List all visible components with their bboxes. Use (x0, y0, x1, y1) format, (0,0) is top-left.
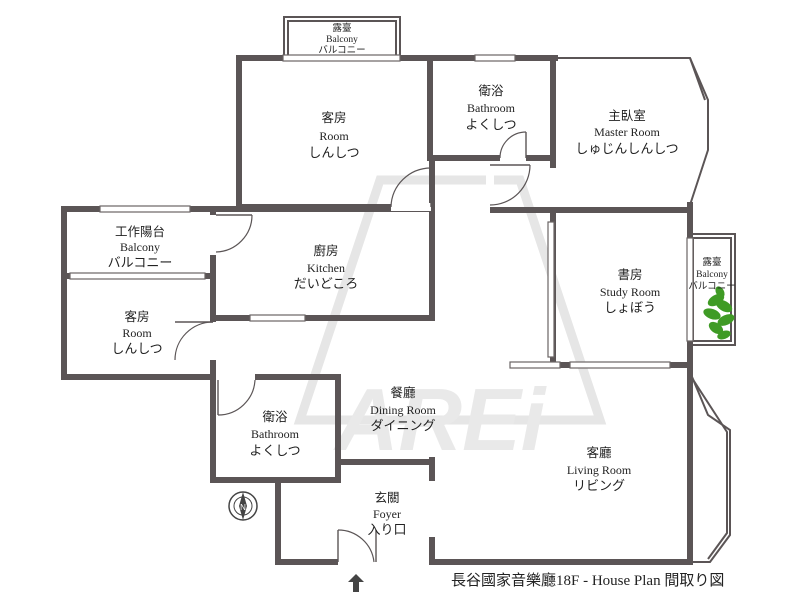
svg-text:Study Room: Study Room (600, 285, 661, 299)
svg-text:Dining Room: Dining Room (370, 403, 436, 417)
label-balcony-top: 露臺 Balcony バルコニー (318, 22, 365, 56)
doors (174, 131, 531, 566)
bay-window-lower-outer (689, 371, 731, 563)
svg-text:客房: 客房 (321, 110, 346, 125)
bay-window-upper-outer (555, 57, 709, 206)
label-kitchen: 廚房 Kitchen だいどころ (294, 243, 359, 291)
svg-text:書房: 書房 (617, 267, 642, 282)
svg-text:露臺: 露臺 (332, 22, 351, 34)
svg-text:入り口: 入り口 (367, 522, 406, 537)
svg-text:玄關: 玄關 (374, 490, 399, 505)
svg-text:Bathroom: Bathroom (251, 427, 300, 441)
svg-text:よくしつ: よくしつ (249, 443, 300, 458)
svg-text:ダイニング: ダイニング (370, 418, 435, 433)
label-guest-room-left: 客房 Room しんしつ (111, 309, 162, 356)
svg-text:リビング: リビング (573, 478, 625, 493)
svg-text:Master Room: Master Room (594, 125, 660, 139)
entrance-arrow-icon (348, 574, 364, 592)
svg-text:衛浴: 衛浴 (478, 84, 504, 98)
svg-text:衛浴: 衛浴 (262, 410, 288, 424)
plant-icon (703, 286, 735, 340)
watermark-text: AREi (333, 370, 547, 469)
label-balcony-right: 露臺 Balcony バルコニー (688, 256, 735, 292)
svg-text:よくしつ: よくしつ (465, 117, 516, 132)
svg-text:Kitchen: Kitchen (307, 261, 345, 275)
svg-text:Living Room: Living Room (567, 463, 632, 477)
svg-text:Foyer: Foyer (373, 507, 401, 521)
svg-text:しんしつ: しんしつ (111, 341, 162, 356)
compass-icon: N (228, 491, 258, 521)
watermark-logo: AREi (293, 175, 607, 469)
svg-text:Room: Room (122, 326, 152, 340)
svg-text:主臥室: 主臥室 (608, 108, 646, 123)
label-guest-room-top: 客房 Room しんしつ (308, 110, 359, 160)
svg-text:廚房: 廚房 (313, 243, 338, 258)
svg-text:だいどころ: だいどころ (294, 276, 359, 291)
label-dining-room: 餐廳 Dining Room ダイニング (370, 385, 436, 433)
svg-text:客廳: 客廳 (586, 445, 612, 460)
label-study-room: 書房 Study Room しょぼう (600, 267, 661, 315)
svg-text:餐廳: 餐廳 (390, 385, 416, 400)
svg-text:バルコニー: バルコニー (318, 45, 365, 56)
svg-text:しょぼう: しょぼう (604, 300, 656, 315)
svg-text:客房: 客房 (124, 309, 149, 324)
label-living-room: 客廳 Living Room リビング (567, 445, 632, 493)
svg-text:露臺: 露臺 (702, 256, 721, 268)
label-bathroom-bottom: 衛浴 Bathroom よくしつ (249, 410, 300, 458)
svg-text:Balcony: Balcony (326, 35, 358, 45)
svg-text:Balcony: Balcony (696, 270, 728, 280)
svg-text:Room: Room (319, 129, 349, 143)
svg-text:バルコニー: バルコニー (688, 281, 735, 292)
svg-text:工作陽台: 工作陽台 (115, 224, 165, 239)
svg-text:Bathroom: Bathroom (467, 101, 516, 115)
bay-window-upper-edge (689, 57, 706, 101)
label-foyer: 玄關 Foyer 入り口 (367, 490, 406, 537)
svg-text:しんしつ: しんしつ (308, 145, 359, 160)
compass-label: N (240, 503, 246, 512)
svg-text:Balcony: Balcony (120, 240, 160, 254)
svg-text:バルコニー: バルコニー (108, 255, 173, 270)
windows (69, 54, 694, 369)
plan-caption: 長谷國家音樂廳18F - House Plan 間取り図 (451, 571, 724, 589)
bay-window-lower-inner (689, 374, 728, 560)
svg-text:しゅじんしんしつ: しゅじんしんしつ (575, 141, 678, 156)
label-bathroom-top: 衛浴 Bathroom よくしつ (465, 84, 516, 132)
label-work-balcony: 工作陽台 Balcony バルコニー (108, 224, 173, 270)
label-master-room: 主臥室 Master Room しゅじんしんしつ (575, 108, 678, 156)
